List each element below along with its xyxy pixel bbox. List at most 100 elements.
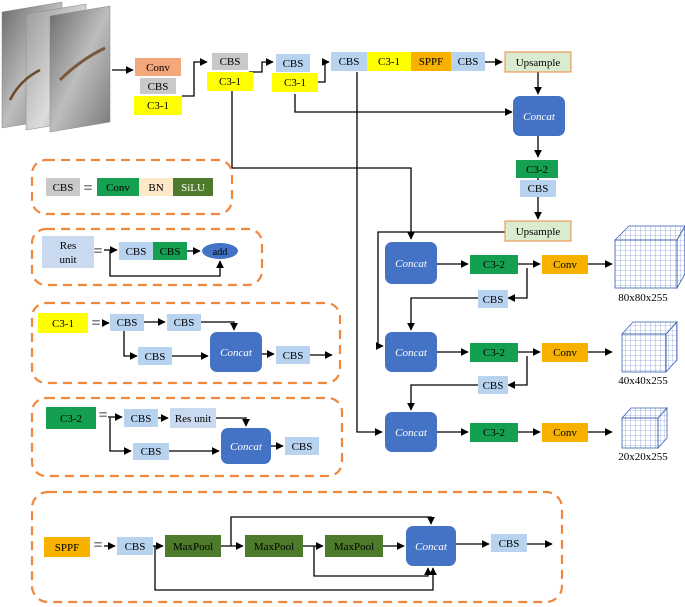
- input-image-stack: [1, 1, 111, 133]
- legend-c31: C3-1 = CBS CBS CBS Concat CBS: [30, 301, 342, 385]
- svg-text:CBS: CBS: [117, 317, 138, 329]
- output-label-40: 40x40x255: [618, 375, 668, 387]
- svg-text:Conv: Conv: [106, 182, 130, 194]
- svg-text:Concat: Concat: [230, 441, 263, 453]
- head-cbs-2: CBS: [478, 376, 508, 394]
- svg-text:CBS: CBS: [483, 294, 504, 306]
- svg-text:C3-2: C3-2: [60, 413, 82, 425]
- head-concat-2: Concat: [385, 332, 437, 372]
- svg-text:MaxPool: MaxPool: [254, 541, 294, 553]
- svg-text:C3-1: C3-1: [219, 76, 241, 88]
- svg-text:SPPF: SPPF: [419, 56, 443, 68]
- svg-text:BN: BN: [148, 182, 163, 194]
- svg-text:C3-1: C3-1: [284, 77, 306, 89]
- svg-text:Upsample: Upsample: [516, 226, 561, 238]
- connections: [112, 58, 613, 436]
- neck-cbs: CBS: [520, 180, 556, 197]
- backbone: Conv CBS C3-1 CBS C3-1 CBS C3-1 CBS: [134, 52, 485, 115]
- head-concat-1: Concat: [385, 242, 437, 284]
- svg-text:Conv: Conv: [553, 347, 577, 359]
- head-conv-1: Conv: [542, 255, 588, 274]
- svg-text:=: =: [98, 407, 107, 424]
- svg-text:CBS: CBS: [292, 441, 313, 453]
- backbone-c31-3: C3-1: [272, 73, 318, 92]
- backbone-cbs-4: CBS: [331, 52, 367, 71]
- head-c32-1: C3-2: [470, 255, 518, 274]
- backbone-c31-2: C3-1: [207, 72, 253, 91]
- svg-text:CBS: CBS: [125, 541, 146, 553]
- svg-text:=: =: [83, 180, 92, 197]
- output-label-20: 20x20x255: [618, 451, 668, 463]
- head-cbs-1: CBS: [478, 290, 508, 308]
- neck: Upsample Concat C3-2 CBS Upsample: [504, 51, 572, 242]
- backbone-cbs-5: CBS: [451, 52, 485, 71]
- output-cube-20: [621, 406, 668, 450]
- svg-text:Res: Res: [60, 240, 77, 252]
- svg-text:CBS: CBS: [528, 183, 549, 195]
- backbone-conv: Conv: [135, 58, 181, 76]
- svg-text:CBS: CBS: [141, 446, 162, 458]
- output-cube-40: [621, 320, 678, 374]
- svg-text:SiLU: SiLU: [181, 182, 205, 194]
- legend-cbs: CBS = Conv BN SiLU: [30, 158, 234, 216]
- svg-text:C3-2: C3-2: [483, 347, 505, 359]
- svg-text:Conv: Conv: [553, 427, 577, 439]
- svg-text:Concat: Concat: [395, 347, 428, 359]
- legend-c32: C3-2 = CBS Res unit CBS Concat CBS: [30, 396, 344, 478]
- backbone-c31-4: C3-1: [367, 52, 411, 71]
- svg-text:=: =: [93, 243, 102, 260]
- svg-text:C3-1: C3-1: [378, 56, 400, 68]
- svg-text:Concat: Concat: [415, 541, 448, 553]
- output-label-80: 80x80x255: [618, 292, 668, 304]
- backbone-cbs-2: CBS: [212, 53, 248, 70]
- svg-text:Res unit: Res unit: [175, 413, 211, 425]
- legend-res-unit: Res unit = CBS CBS add: [30, 227, 264, 287]
- svg-text:C3-2: C3-2: [483, 259, 505, 271]
- svg-text:CBS: CBS: [174, 317, 195, 329]
- neck-upsample-1: Upsample: [504, 51, 572, 73]
- head-concat-3: Concat: [385, 412, 437, 452]
- svg-text:C3-2: C3-2: [526, 164, 548, 176]
- svg-text:MaxPool: MaxPool: [334, 541, 374, 553]
- svg-text:Concat: Concat: [523, 111, 556, 123]
- svg-text:Concat: Concat: [220, 347, 253, 359]
- head: Concat C3-2 Conv CBS Concat C3-2 Conv C: [385, 225, 685, 463]
- head-conv-2: Conv: [542, 343, 588, 362]
- svg-text:=: =: [91, 315, 100, 332]
- svg-text:CBS: CBS: [131, 413, 152, 425]
- svg-text:add: add: [213, 247, 227, 258]
- backbone-cbs-3: CBS: [276, 54, 310, 72]
- svg-text:Concat: Concat: [395, 258, 428, 270]
- head-conv-3: Conv: [542, 423, 588, 442]
- neck-upsample-2: Upsample: [504, 220, 572, 242]
- svg-text:CBS: CBS: [148, 81, 169, 93]
- neck-c32: C3-2: [516, 160, 558, 178]
- head-c32-3: C3-2: [470, 423, 518, 442]
- svg-text:Conv: Conv: [553, 259, 577, 271]
- backbone-cbs-1: CBS: [140, 78, 176, 94]
- svg-text:CBS: CBS: [145, 351, 166, 363]
- svg-text:CBS: CBS: [53, 182, 74, 194]
- svg-text:C3-2: C3-2: [483, 427, 505, 439]
- svg-text:CBS: CBS: [458, 56, 479, 68]
- svg-text:=: =: [93, 537, 102, 554]
- svg-text:C3-1: C3-1: [147, 100, 169, 112]
- svg-text:CBS: CBS: [220, 56, 241, 68]
- svg-text:CBS: CBS: [483, 380, 504, 392]
- svg-text:Conv: Conv: [146, 62, 170, 74]
- neck-concat-1: Concat: [513, 96, 565, 136]
- backbone-sppf: SPPF: [411, 52, 451, 71]
- svg-text:CBS: CBS: [283, 58, 304, 70]
- svg-text:CBS: CBS: [126, 246, 147, 258]
- legend-sppf: SPPF = CBS MaxPool MaxPool MaxPool Conca…: [30, 490, 564, 604]
- svg-text:unit: unit: [59, 254, 76, 266]
- svg-text:MaxPool: MaxPool: [173, 541, 213, 553]
- svg-text:CBS: CBS: [339, 56, 360, 68]
- svg-text:Upsample: Upsample: [516, 57, 561, 69]
- svg-text:Concat: Concat: [395, 427, 428, 439]
- svg-text:CBS: CBS: [283, 350, 304, 362]
- svg-text:CBS: CBS: [160, 246, 181, 258]
- head-c32-2: C3-2: [470, 343, 518, 362]
- svg-text:SPPF: SPPF: [55, 542, 79, 554]
